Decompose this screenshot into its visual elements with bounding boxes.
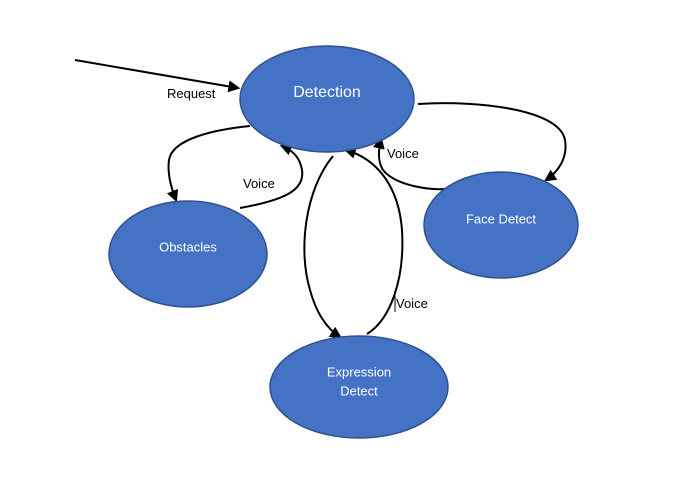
edge-face-detect-to-detection: [372, 136, 456, 191]
edge-request-to-detection: [74, 59, 241, 93]
node-detection-label: Detection: [293, 84, 361, 101]
edge-detection-to-obstacles: [166, 125, 251, 203]
node-expression-detect-shape: [269, 335, 449, 439]
edge-expression-detect-to-detection: [343, 146, 404, 335]
node-face-detect-shape: [423, 171, 579, 279]
edge-label-request: Request: [167, 86, 216, 101]
edge-detection-to-expression-detect: [303, 155, 343, 339]
edge-detection-to-face-detect: [417, 102, 567, 182]
node-expression-detect: Expression Detect: [269, 335, 449, 439]
edge-label-voice-expression: Voice: [396, 296, 428, 311]
node-face-detect-label: Face Detect: [466, 211, 536, 226]
node-face-detect: Face Detect: [423, 171, 579, 279]
edge-label-voice-obstacles: Voice: [243, 176, 275, 191]
node-detection: Detection: [239, 45, 415, 153]
edge-obstacles-to-detection: [239, 143, 304, 209]
node-obstacles: Obstacles: [108, 200, 268, 308]
node-expression-detect-label-line1: Expression: [327, 364, 391, 379]
node-obstacles-label: Obstacles: [159, 239, 217, 254]
node-expression-detect-label-line2: Detect: [340, 383, 378, 398]
node-detection-shape: [239, 45, 415, 153]
node-obstacles-shape: [108, 200, 268, 308]
edge-label-voice-face: Voice: [387, 146, 419, 161]
